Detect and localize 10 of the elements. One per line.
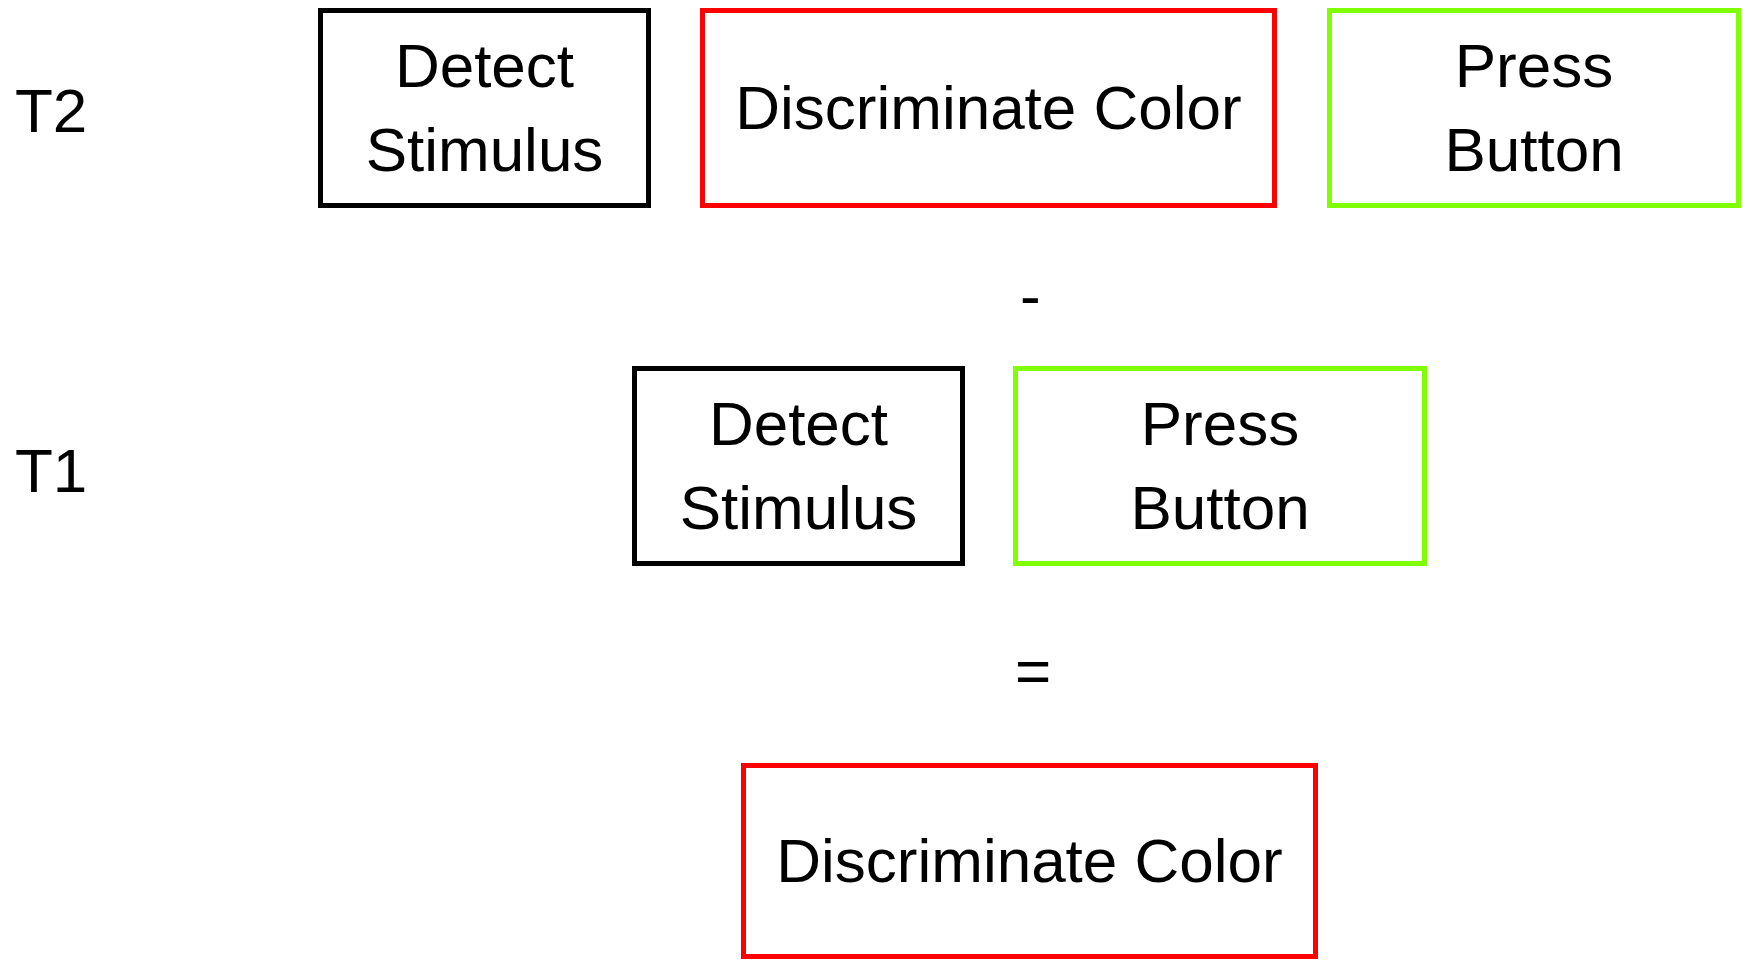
row-label: T1 bbox=[15, 440, 88, 502]
row-label: T2 bbox=[15, 80, 88, 142]
process-box: Detect Stimulus bbox=[318, 8, 651, 208]
equals-sign: = bbox=[1015, 640, 1052, 702]
minus-sign: - bbox=[1020, 265, 1041, 327]
process-box: Press Button bbox=[1013, 366, 1427, 566]
process-box: Press Button bbox=[1327, 8, 1741, 208]
process-box: Discriminate Color bbox=[700, 8, 1277, 208]
process-box: Discriminate Color bbox=[741, 763, 1318, 959]
process-box: Detect Stimulus bbox=[632, 366, 965, 566]
